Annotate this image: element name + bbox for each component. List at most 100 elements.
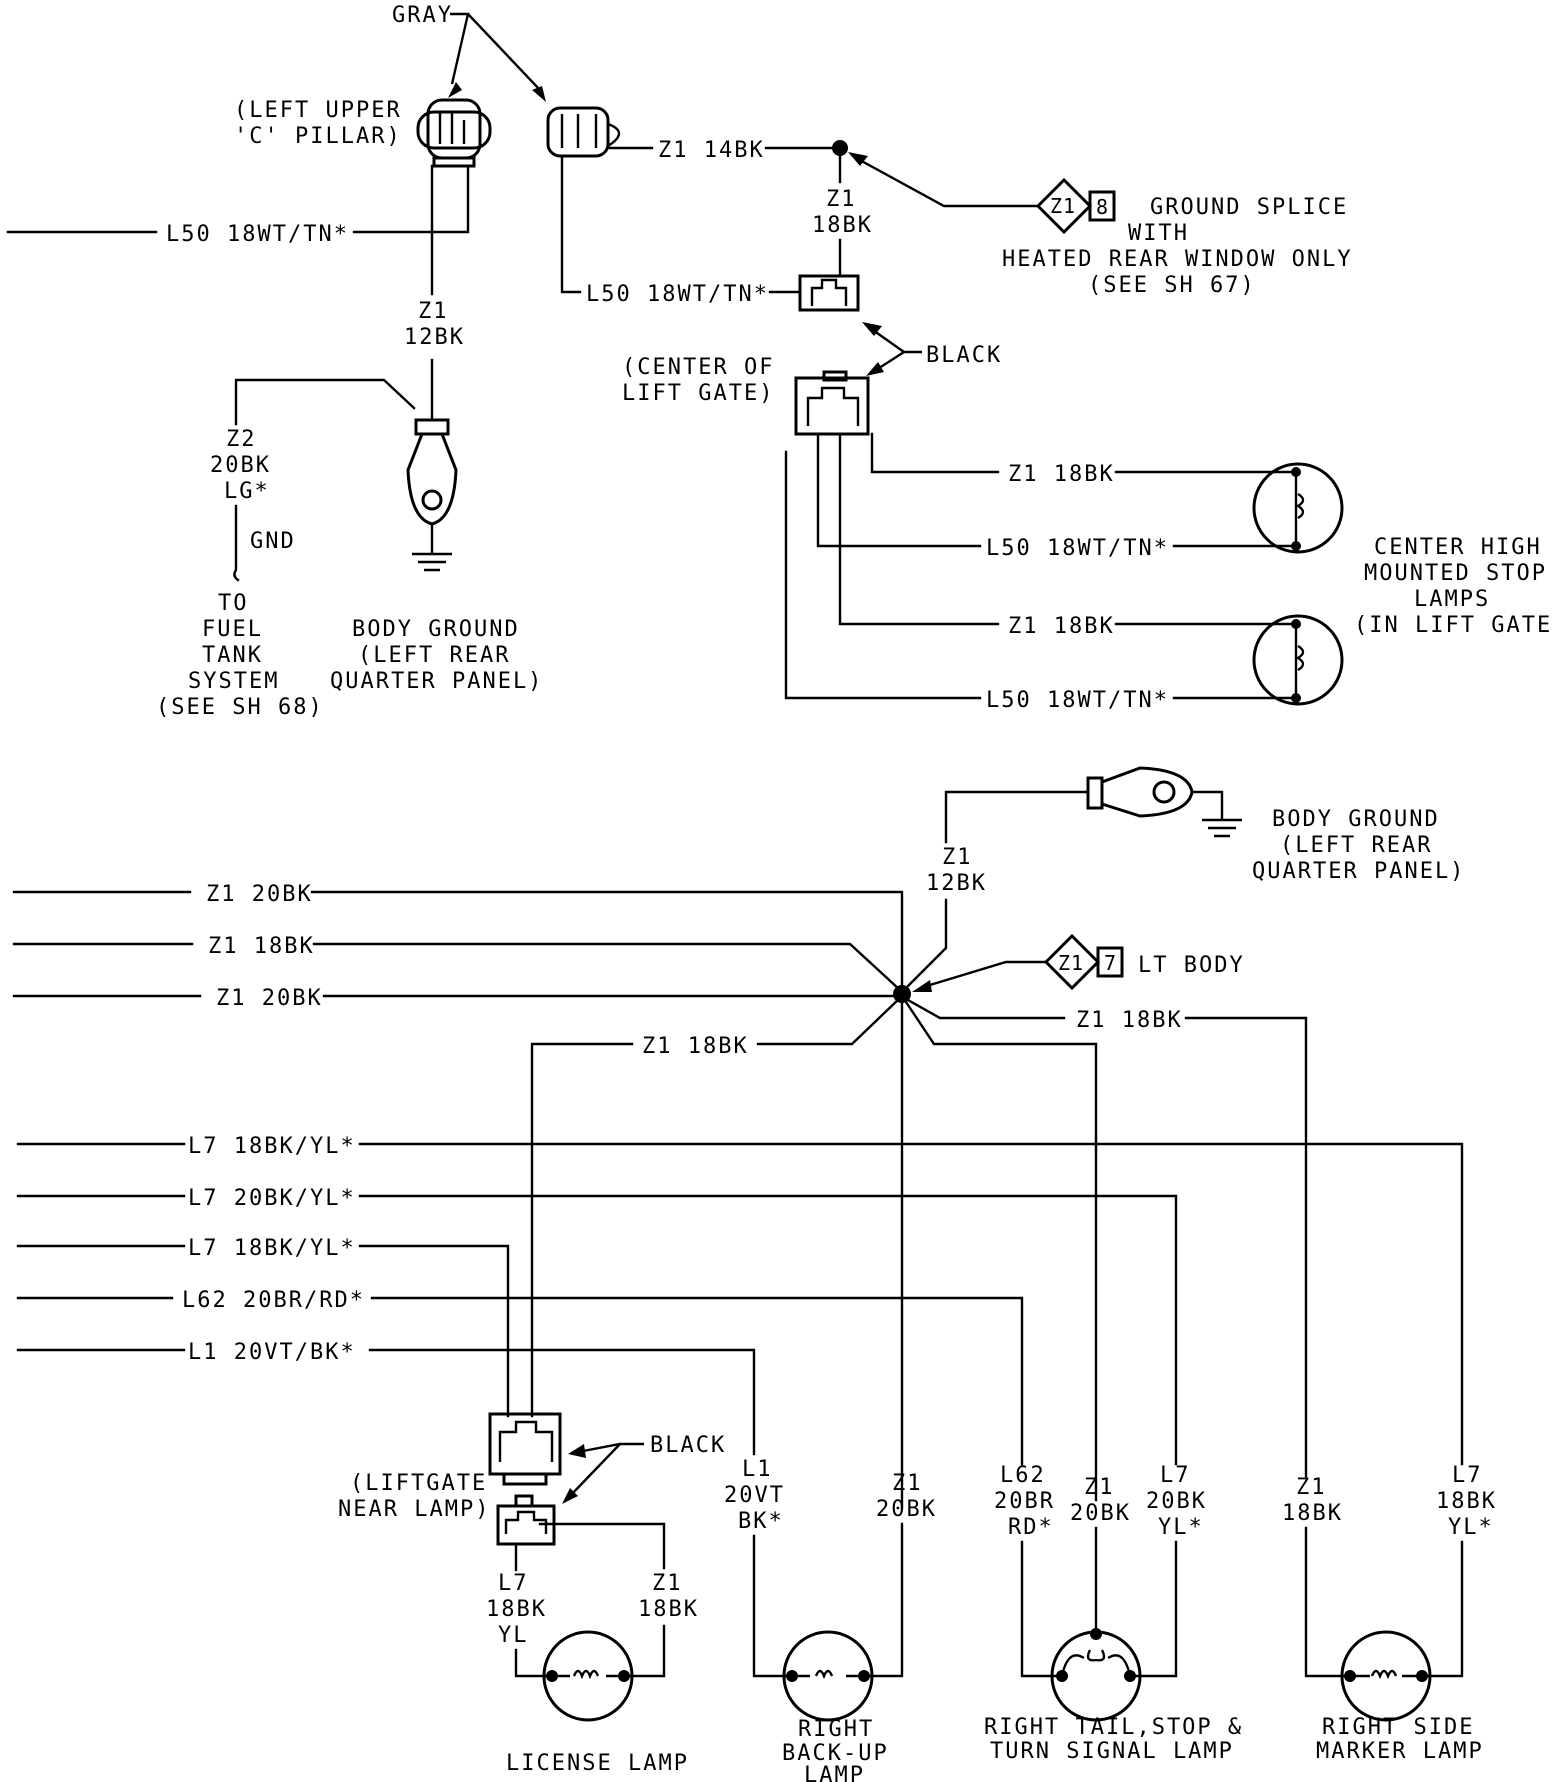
backup-label-2: BACK-UP: [782, 1741, 889, 1766]
side-l7-1: L7: [1452, 1463, 1483, 1488]
top-section: GRAY (LEFT UPPER 'C' PILLAR) Z1 14BK: [6, 3, 1552, 720]
chmsl-upper-connector: [798, 274, 860, 312]
w-l7-c-label: L7 18BK/YL*: [188, 1236, 356, 1261]
liftgate-near-connector-1: [488, 1412, 562, 1486]
l50-mid-label: L50 18WT/TN*: [586, 282, 769, 307]
center-lift-gate-1: (CENTER OF: [622, 355, 774, 380]
z1-12bk-top-1: Z1: [418, 299, 449, 324]
tail-l62-1: L62: [1000, 1463, 1046, 1488]
chmsl-lamp-1: [1252, 462, 1344, 554]
splice-dot-top: [832, 140, 848, 156]
w-z1-18bk-c-label: Z1 18BK: [642, 1034, 749, 1059]
z1-18bk-top-1: Z1: [826, 187, 857, 212]
z1-14bk-label: Z1 14BK: [658, 138, 765, 163]
tail-l62-3: RD*: [1008, 1515, 1054, 1540]
splice7-name: Z1: [1058, 951, 1084, 975]
gnd-label: GND: [250, 529, 296, 554]
chmsl-z1-b-label: Z1 18BK: [1008, 614, 1115, 639]
side-marker-lamp: [1340, 1630, 1432, 1722]
body-ground2-label-3: QUARTER PANEL): [1252, 859, 1465, 884]
side-l7-2: 18BK: [1436, 1489, 1497, 1514]
body-ground2-label-1: BODY GROUND: [1272, 807, 1440, 832]
w-z1-18bk-a-label: Z1 18BK: [208, 934, 315, 959]
chmsl-label-3: LAMPS: [1414, 587, 1490, 612]
chmsl-label-1: CENTER HIGH: [1374, 535, 1542, 560]
chmsl-l50-a-label: L50 18WT/TN*: [986, 536, 1169, 561]
body-ground-2: [1086, 766, 1242, 838]
side-z1-2: 18BK: [1282, 1501, 1343, 1526]
body-ground1-label-3: QUARTER PANEL): [330, 669, 543, 694]
backup-lamp: [782, 1630, 874, 1722]
w-z1-20bk-a-label: Z1 20BK: [206, 882, 313, 907]
c-pillar-label-2: 'C' PILLAR): [234, 124, 402, 149]
ground-splice-label-4: (SEE SH 67): [1088, 273, 1256, 298]
z2-label-1: Z2: [226, 427, 257, 452]
ground-splice-label-2: WITH: [1128, 221, 1189, 246]
bu-z1-2: 20BK: [876, 1497, 937, 1522]
splice8-name: Z1: [1050, 194, 1076, 218]
tail-l7-1: L7: [1160, 1463, 1191, 1488]
fuel-label-2: FUEL: [202, 617, 263, 642]
bu-z1-1: Z1: [892, 1471, 923, 1496]
c-pillar-label-1: (LEFT UPPER: [234, 98, 402, 123]
black-bot-label: BLACK: [650, 1433, 726, 1458]
w-z1-18bk-d-label: Z1 18BK: [1076, 1008, 1183, 1033]
c-pillar-connector: [416, 98, 492, 168]
tail-l62-2: 20BR: [994, 1489, 1055, 1514]
tail-lamp-label-2: TURN SIGNAL LAMP: [990, 1739, 1234, 1764]
tail-l7-2: 20BK: [1146, 1489, 1207, 1514]
license-lamp: [542, 1630, 634, 1722]
ground-splice-7: [1043, 933, 1124, 991]
black-top-label: BLACK: [926, 343, 1002, 368]
lift-gate-connector: [794, 370, 870, 436]
gray-connector: [546, 106, 621, 158]
z2-label-2: 20BK: [210, 453, 271, 478]
bu-l1-3: BK*: [738, 1509, 784, 1534]
w-l62-label: L62 20BR/RD*: [182, 1288, 365, 1313]
liftgate-near-label-2: NEAR LAMP): [338, 1497, 490, 1522]
fuel-label-5: (SEE SH 68): [156, 695, 324, 720]
lic-z1-2: 18BK: [638, 1597, 699, 1622]
w-l7-a-label: L7 18BK/YL*: [188, 1134, 356, 1159]
lic-l7-2: 18BK: [486, 1597, 547, 1622]
side-z1-1: Z1: [1296, 1475, 1327, 1500]
license-lamp-label: LICENSE LAMP: [506, 1751, 689, 1776]
chmsl-z1-a-label: Z1 18BK: [1008, 462, 1115, 487]
body-ground1-label-2: (LEFT REAR: [358, 643, 510, 668]
z1-12bk-bot-1: Z1: [942, 845, 973, 870]
w-l7-b-label: L7 20BK/YL*: [188, 1186, 356, 1211]
splice8-num: 8: [1096, 195, 1109, 219]
z1-12bk-bot-2: 12BK: [926, 871, 987, 896]
tail-stop-turn-lamp: [1050, 1628, 1142, 1722]
side-marker-label-2: MARKER LAMP: [1316, 1739, 1484, 1764]
lic-l7-1: L7: [498, 1571, 529, 1596]
ground-splice-label-3: HEATED REAR WINDOW ONLY: [1002, 247, 1353, 272]
lic-l7-3: YL: [498, 1623, 529, 1648]
splice7-num: 7: [1104, 951, 1117, 975]
body-ground2-label-2: (LEFT REAR: [1280, 833, 1432, 858]
z2-label-3: LG*: [224, 479, 270, 504]
backup-label-3: LAMP: [804, 1763, 865, 1782]
chmsl-l50-b-label: L50 18WT/TN*: [986, 688, 1169, 713]
w-l1-label: L1 20VT/BK*: [188, 1340, 356, 1365]
side-marker-label-1: RIGHT SIDE: [1322, 1715, 1474, 1740]
liftgate-near-label-1: (LIFTGATE: [350, 1471, 487, 1496]
w-z1-20bk-b-label: Z1 20BK: [216, 986, 323, 1011]
tail-z1-1: Z1: [1084, 1475, 1115, 1500]
body-ground-1: [406, 418, 458, 572]
lic-z1-1: Z1: [652, 1571, 683, 1596]
tail-l7-3: YL*: [1158, 1515, 1204, 1540]
fuel-label-1: TO: [218, 591, 249, 616]
backup-label-1: RIGHT: [798, 1717, 874, 1742]
ground-splice-label-1: GROUND SPLICE: [1150, 195, 1348, 220]
body-ground1-label-1: BODY GROUND: [352, 617, 520, 642]
liftgate-near-connector-2: [496, 1494, 556, 1546]
bu-l1-2: 20VT: [724, 1483, 785, 1508]
chmsl-lamp-2: [1252, 614, 1344, 706]
gray-label: GRAY: [392, 3, 453, 28]
tail-z1-2: 20BK: [1070, 1501, 1131, 1526]
lt-body-label: LT BODY: [1138, 953, 1245, 978]
l50-left-label: L50 18WT/TN*: [166, 222, 349, 247]
ground-splice-8: [1035, 177, 1116, 235]
